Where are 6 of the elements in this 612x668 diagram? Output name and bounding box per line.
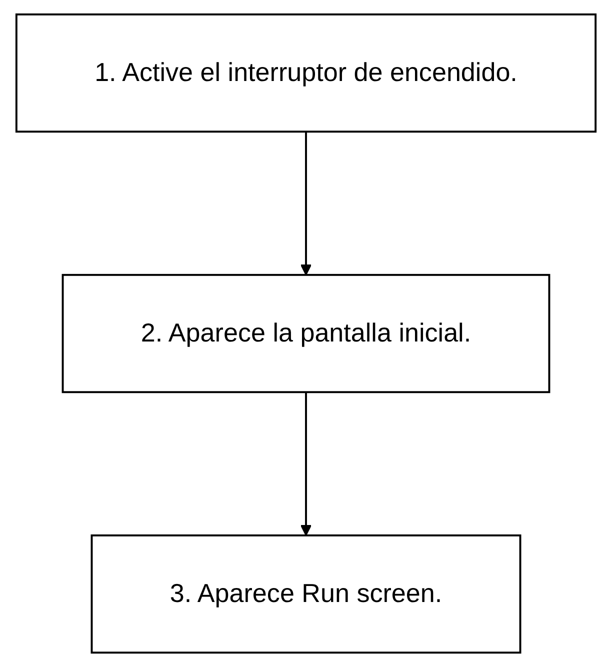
node-box bbox=[62, 274, 550, 394]
node-box bbox=[90, 534, 522, 654]
arrow bbox=[300, 392, 312, 536]
node-box bbox=[15, 14, 597, 134]
flowchart: 1. Active el interruptor de encendido. 2. Aparece la pantalla inicial. 3. Aparece Run screen. bbox=[6, 4, 606, 664]
arrow bbox=[300, 132, 312, 276]
